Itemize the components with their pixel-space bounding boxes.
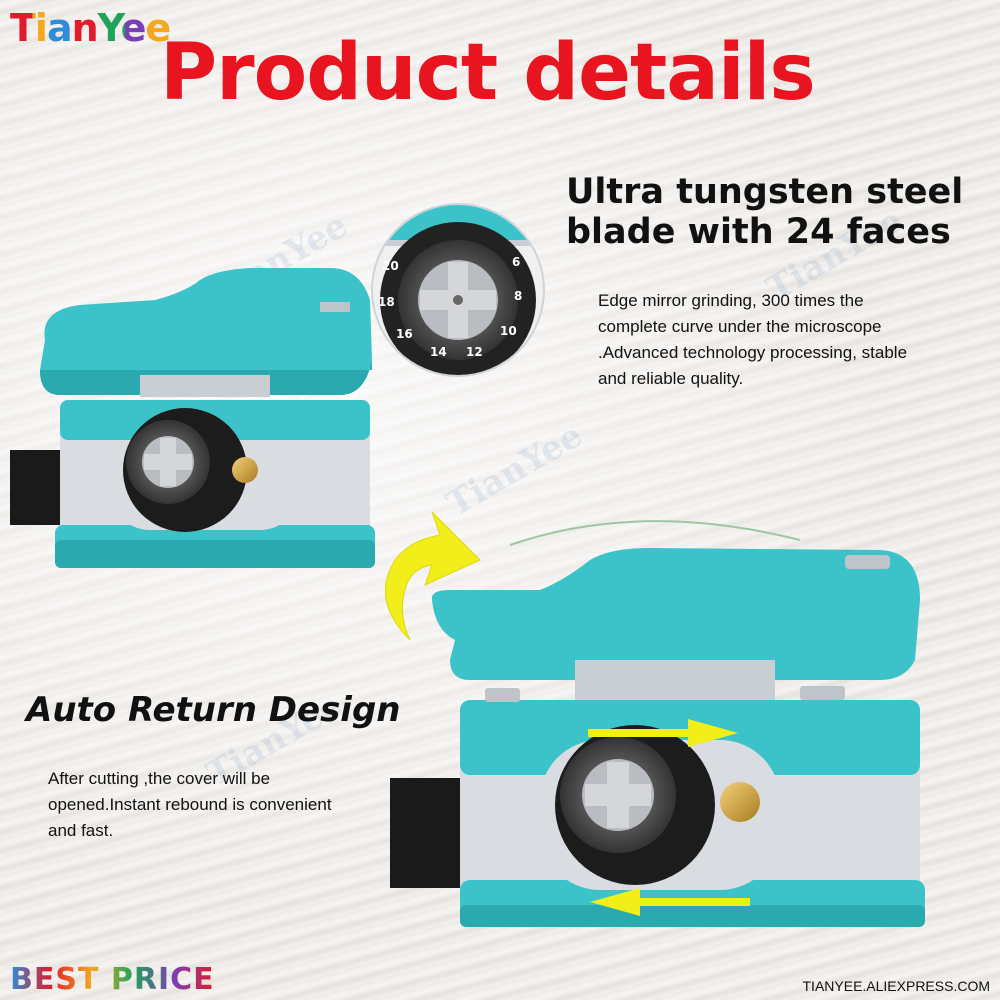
dial-number: 14 xyxy=(430,345,447,359)
dial-number: 18 xyxy=(378,295,395,309)
cleaver-open xyxy=(390,548,925,927)
heading-line: Ultra tungsten steel xyxy=(566,172,964,212)
right-arrow-icon xyxy=(588,719,738,747)
description-line: opened.Instant rebound is convenient xyxy=(48,795,332,814)
brand-logo: TianYee xyxy=(10,6,171,50)
dial-number: 10 xyxy=(500,324,517,338)
dial-number: 8 xyxy=(514,289,522,303)
dial-number: 6 xyxy=(512,255,520,269)
heading-line: blade with 24 faces xyxy=(566,212,951,252)
dial-number: 20 xyxy=(382,259,399,273)
rotate-arrow-icon xyxy=(384,511,481,641)
description-line: and fast. xyxy=(48,821,114,840)
store-url[interactable]: TIANYEE.ALIEXPRESS.COM xyxy=(802,978,991,994)
blade-feature-description: Edge mirror grinding, 300 times the comp… xyxy=(598,288,938,392)
page-title: Product details xyxy=(160,28,816,118)
dial-number: 12 xyxy=(466,345,483,359)
best-price-banner: BEST PRICE xyxy=(10,962,215,997)
left-arrow-icon xyxy=(590,888,750,916)
description-line: and reliable quality. xyxy=(598,369,744,388)
auto-return-heading: Auto Return Design xyxy=(26,690,401,730)
best-price-text: BEST PRICE xyxy=(10,962,215,997)
blade-feature-heading: Ultra tungsten steel blade with 24 faces xyxy=(566,172,986,252)
cleaver-closed xyxy=(10,268,375,568)
brand-logo-text: TianYee xyxy=(10,6,171,50)
description-line: After cutting ,the cover will be xyxy=(48,769,271,788)
auto-return-description: After cutting ,the cover will be opened.… xyxy=(48,766,368,844)
dial-number: 16 xyxy=(396,327,413,341)
description-line: .Advanced technology processing, stable xyxy=(598,343,908,362)
description-line: complete curve under the microscope xyxy=(598,317,882,336)
description-line: Edge mirror grinding, 300 times the xyxy=(598,291,864,310)
